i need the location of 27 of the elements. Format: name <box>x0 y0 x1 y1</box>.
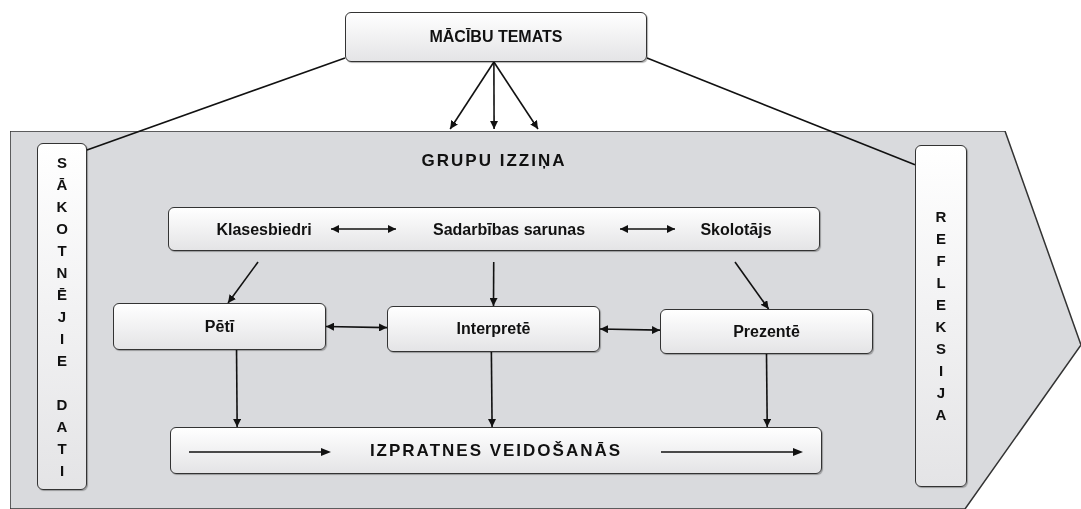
arrow <box>325 322 388 332</box>
arrow <box>599 325 661 334</box>
arrow <box>449 61 495 130</box>
process-box: MĀCĪBU TEMATS <box>345 12 647 62</box>
vertical-box: REFLEKSIJA <box>915 145 967 487</box>
process-box: Pētī <box>113 303 326 350</box>
arrow <box>233 349 242 428</box>
node-label: Klasesbiedri <box>216 220 312 240</box>
process-box: Prezentē <box>660 309 873 354</box>
node-label: Sadarbības sarunas <box>432 220 586 240</box>
process-box: Interpretē <box>387 306 600 352</box>
process-box: IZPRATNES VEIDOŠANĀS <box>170 427 822 474</box>
arrow <box>227 261 259 304</box>
arrow <box>763 353 772 428</box>
group-box <box>168 207 820 251</box>
vertical-box: SĀKOTNĒJIE DATI <box>37 143 87 490</box>
connector-line <box>646 57 916 166</box>
arrow <box>619 225 676 233</box>
node-label: Skolotājs <box>700 220 772 240</box>
arrow <box>488 351 496 428</box>
arrow <box>330 225 397 233</box>
arrow <box>493 61 539 130</box>
connector-line <box>86 57 346 151</box>
arrow <box>734 261 770 310</box>
band-heading: GRUPU IZZIŅA <box>420 150 568 172</box>
arrow <box>490 61 499 130</box>
arrow <box>489 261 498 307</box>
